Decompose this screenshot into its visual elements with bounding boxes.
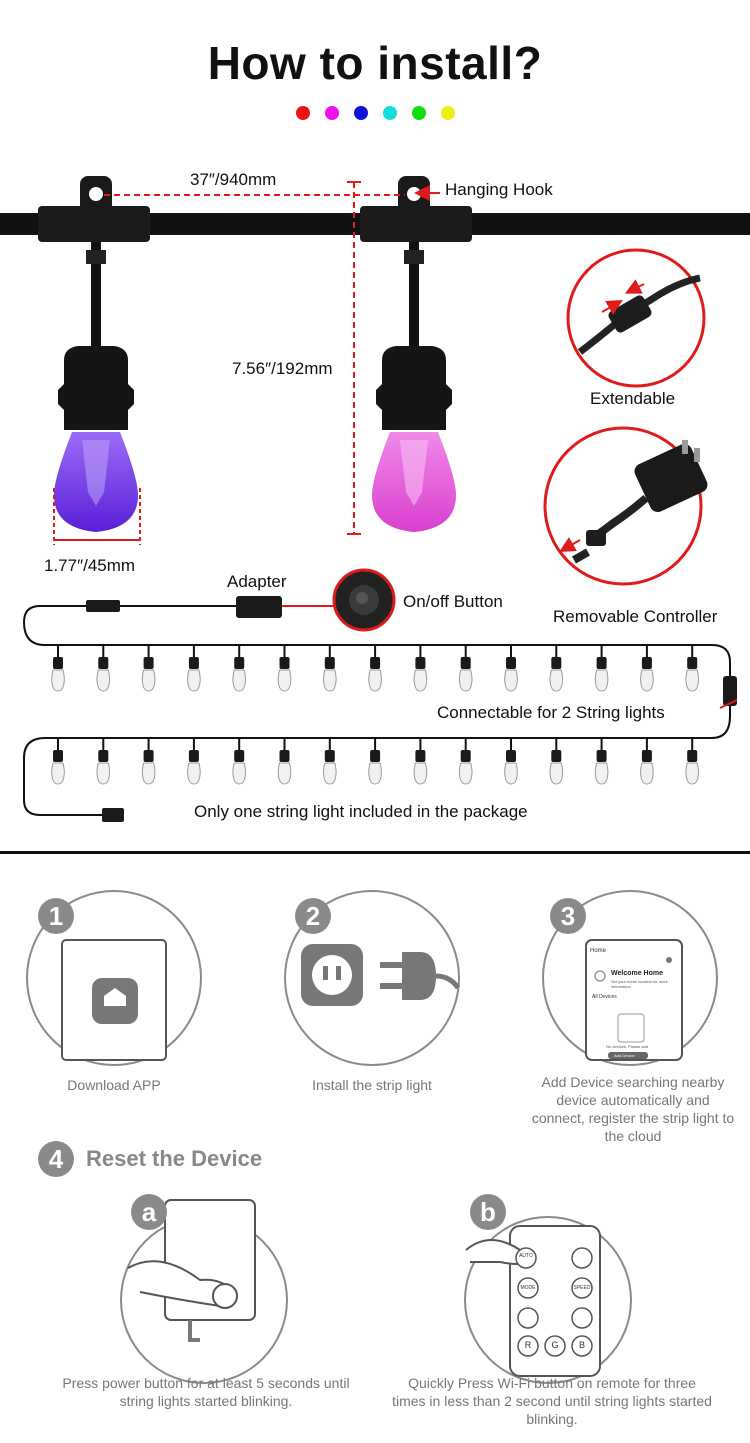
mini-bulb (504, 645, 518, 692)
mini-bulb (413, 738, 428, 785)
phone-add-button[interactable]: Add Device (614, 1053, 635, 1058)
mini-bulb (458, 738, 473, 785)
mini-bulb (141, 738, 156, 785)
mini-bulb (368, 738, 382, 785)
bulb-right (372, 432, 456, 532)
mini-bulb (413, 645, 428, 692)
remote-power-icon (571, 1247, 593, 1269)
phone-no-devices: No devices, Please add (606, 1044, 649, 1049)
mini-bulb (232, 738, 247, 785)
mini-bulb (640, 645, 654, 692)
remote-mode-label: MODE (520, 1285, 536, 1291)
hook-label: Hanging Hook (445, 180, 553, 199)
mini-bulb (594, 645, 609, 692)
spacing-label: 37″/940mm (190, 170, 277, 189)
step-3-badge: 3 (550, 898, 586, 934)
controller-inset (543, 426, 708, 586)
mini-bulb (96, 738, 111, 785)
mini-bulb (277, 738, 292, 785)
color-dot-magenta (324, 106, 339, 120)
color-dot-yellow (440, 106, 455, 120)
mini-bulb (594, 738, 609, 785)
power-plug-icon (380, 952, 461, 1000)
reset-a-circle (120, 1216, 288, 1384)
remote-b-label: B (578, 1340, 585, 1350)
bulb-left (54, 432, 138, 532)
mini-bulb (685, 645, 700, 692)
step-1-badge: 1 (38, 898, 74, 934)
step-4-badge: 4 (38, 1141, 74, 1177)
bulb-width-label: 1.77″/45mm (44, 556, 136, 575)
step-2-caption: Install the strip light (312, 1077, 432, 1093)
mini-bulb (504, 738, 518, 785)
power-button-illustration (212, 1283, 238, 1309)
step-1-caption: Download APP (67, 1077, 161, 1093)
reset-title: Reset the Device (86, 1146, 263, 1171)
reset-a-badge: a (131, 1194, 167, 1230)
installation-diagram (0, 176, 750, 822)
mini-bulb (187, 645, 201, 692)
page-title: How to install? (207, 37, 543, 89)
bulb-row-bottom (51, 738, 700, 785)
onoff-label: On/off Button (403, 592, 503, 611)
mini-bulb (232, 645, 247, 692)
phone-header: Home (590, 948, 607, 954)
mini-bulb (277, 645, 292, 692)
socket-left (38, 176, 150, 430)
controller-label: Removable Controller (553, 607, 718, 626)
adapter-box (236, 596, 282, 618)
mini-bulb (51, 645, 65, 692)
wall-outlet-icon (301, 944, 363, 1006)
mini-bulb (458, 645, 473, 692)
mini-bulb (141, 645, 156, 692)
remote-illustration (509, 1225, 601, 1377)
mini-bulb (368, 645, 382, 692)
extendable-label: Extendable (590, 389, 676, 408)
mini-bulb (96, 645, 111, 692)
phone-app-screen (585, 939, 683, 1061)
reset-a-caption: Press power button for at least 5 second… (62, 1375, 350, 1409)
mini-bulb (549, 645, 564, 692)
color-dot-cyan (382, 106, 397, 120)
phone-subtitle: Set your home location for more informat… (611, 979, 668, 989)
color-dot-red (295, 106, 310, 120)
remote-speed-label: SPEED (573, 1285, 591, 1291)
mini-bulb (685, 738, 700, 785)
remote-auto-label: AUTO (519, 1253, 533, 1259)
phone-all-devices: All Devices (592, 994, 617, 1000)
color-dots (0, 106, 750, 120)
phone-welcome: Welcome Home (611, 970, 663, 977)
color-dot-green (411, 106, 426, 120)
remote-r-label: R (524, 1340, 532, 1350)
package-note: Only one string light included in the pa… (194, 802, 528, 821)
color-dot-blue (353, 106, 368, 120)
mini-bulb (549, 738, 564, 785)
mini-bulb (51, 738, 65, 785)
section-divider (0, 851, 750, 854)
drop-label: 7.56″/192mm (232, 359, 333, 378)
reset-b-caption: Quickly Press Wi-Fi button on remote for… (392, 1375, 712, 1427)
mini-bulb (640, 738, 654, 785)
remote-g-label: G (551, 1340, 559, 1350)
reset-b-badge: b (470, 1194, 506, 1230)
mini-bulb (187, 738, 201, 785)
bulb-row-top (51, 645, 700, 692)
mini-bulb (322, 738, 337, 785)
adapter-label: Adapter (227, 572, 287, 591)
reset-b-circle (464, 1216, 632, 1384)
string-wiring (22, 605, 731, 816)
onoff-inset (282, 568, 396, 632)
controller-box-illustration (164, 1199, 256, 1321)
smart-home-app-icon (92, 978, 138, 1024)
step-2-badge: 2 (295, 898, 331, 934)
step-3-caption: Add Device searching nearby device autom… (531, 1074, 735, 1144)
mini-bulb (322, 645, 337, 692)
connectable-label: Connectable for 2 String lights (437, 703, 665, 722)
extendable-inset (566, 248, 706, 388)
socket-right (360, 176, 472, 430)
